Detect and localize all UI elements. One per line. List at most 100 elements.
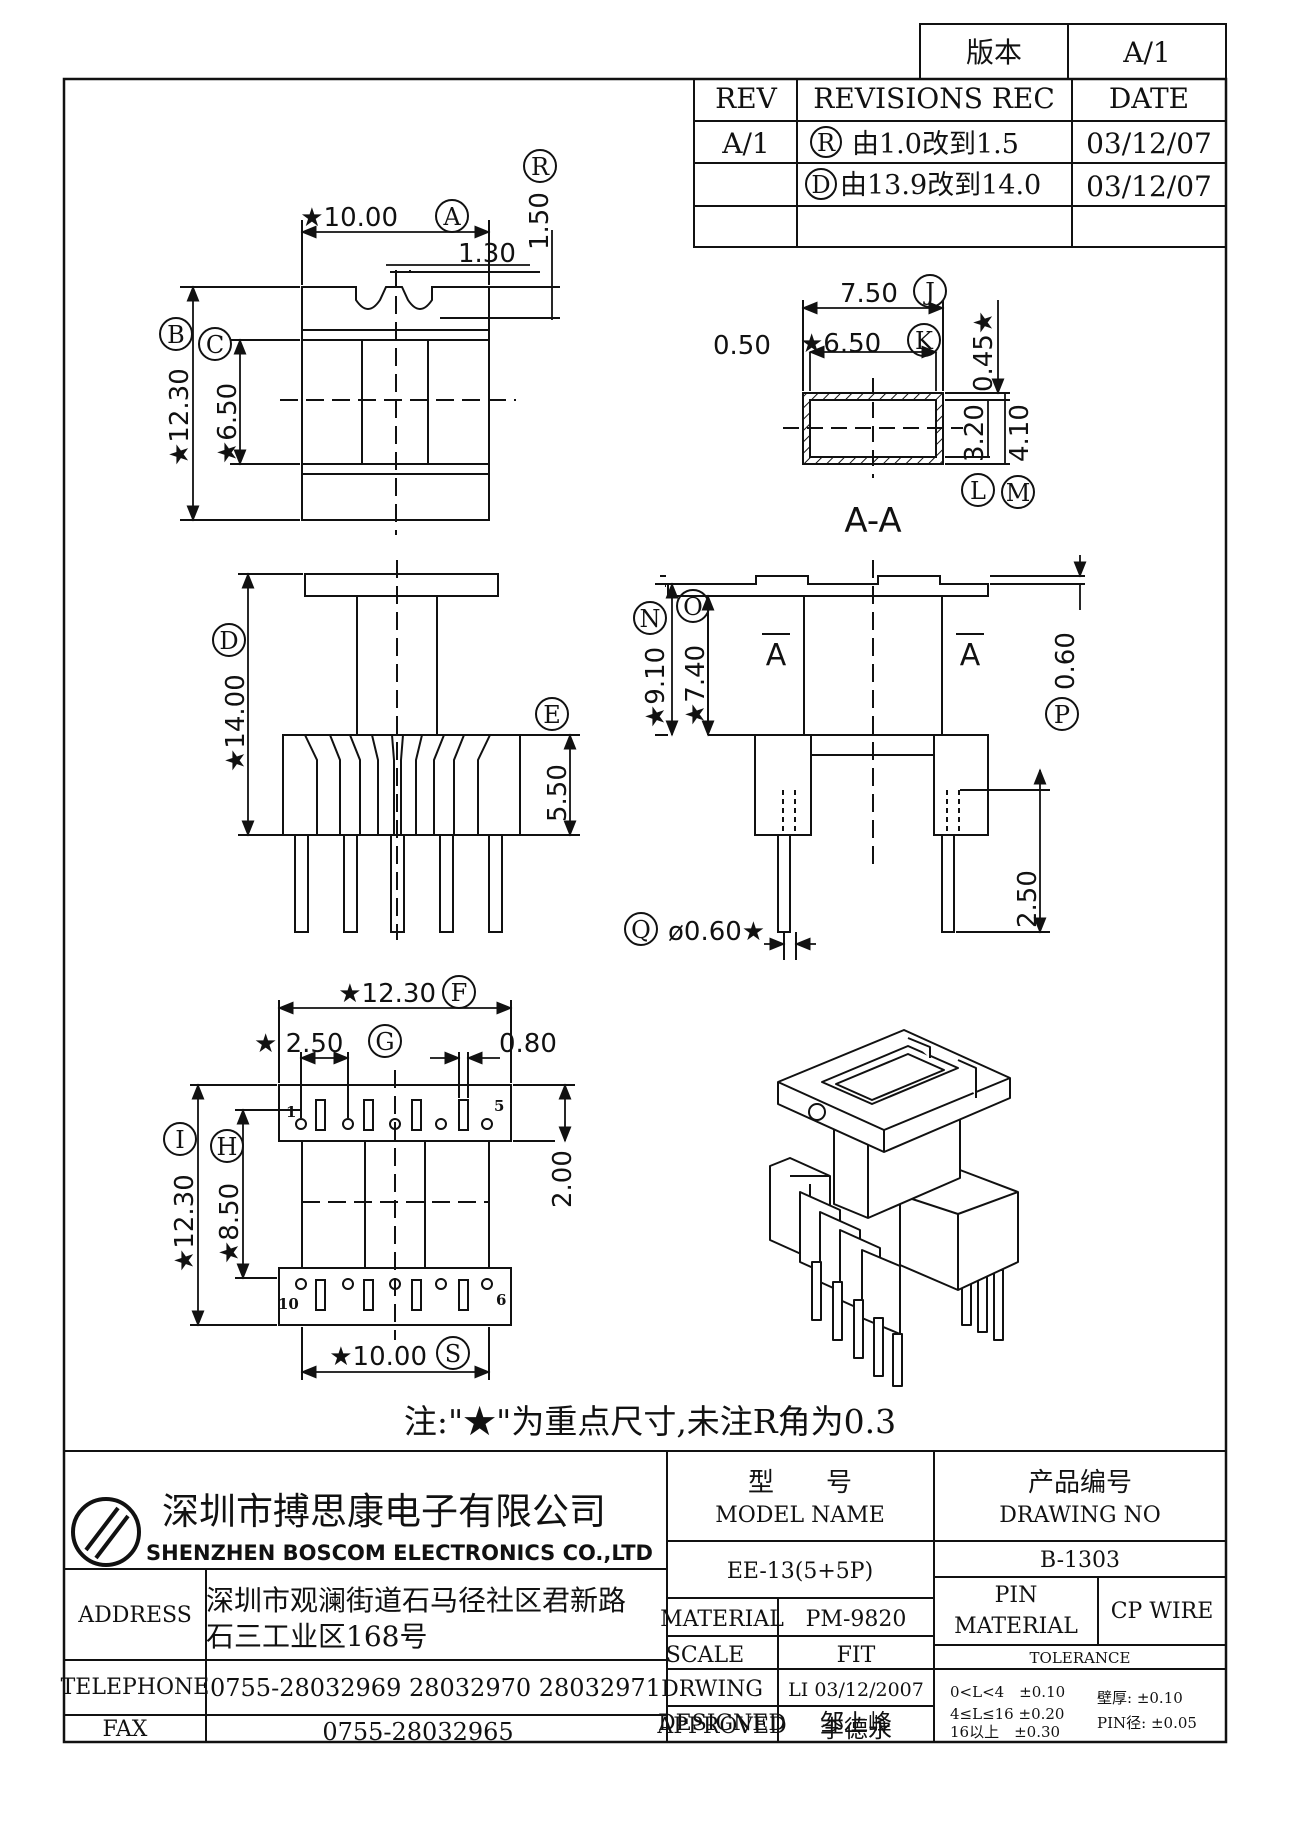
front-view [238, 560, 580, 940]
mark-d-circle [212, 623, 246, 657]
version-value: A/1 [1122, 36, 1170, 69]
drwing-label: DRWING [661, 1677, 763, 1702]
mark-p-circle [1045, 697, 1079, 731]
approved-value-text: 李德永 [820, 1715, 892, 1743]
mark-c-circle [198, 327, 232, 361]
bottom-height-outer-dim: ★12.30 [170, 1174, 200, 1272]
mark-f: F [451, 979, 468, 1007]
rev-row-2-mark-circle [805, 168, 837, 200]
drwing-value: LI 03/12/2007 [788, 1679, 924, 1701]
rev-row-2-date: 03/12/07 [1086, 170, 1212, 203]
tolerance-3: 16以上 ±0.30 [950, 1723, 1060, 1741]
mark-p: P [1054, 701, 1070, 729]
mark-s: S [445, 1340, 461, 1368]
drawing-no-cn: 产品编号 [1028, 1468, 1132, 1498]
section-label-right: A [960, 638, 981, 673]
rev-header: REV [715, 82, 778, 115]
mark-m: M [1006, 479, 1031, 507]
side-flange-dim: 0.60 [1051, 632, 1081, 690]
model-name-cn: 型 号 [748, 1468, 852, 1498]
mark-r: R [531, 153, 550, 181]
front-dims [241, 572, 577, 837]
sec-h-inner-dim: 3.20 [960, 404, 990, 462]
rev-row-1-mark: R [817, 129, 836, 157]
title-block-grid [64, 1450, 1226, 1742]
drawing-no-value: B-1303 [1040, 1548, 1120, 1573]
pin-material-value: CP WIRE [1111, 1599, 1214, 1624]
slot-depth-dim: 1.50 [525, 192, 555, 250]
pin-pitch-dim: ★ 2.50 [254, 1029, 343, 1059]
company-name-cn: 深圳市搏思康电子有限公司 [162, 1490, 606, 1533]
mark-f-circle [442, 975, 476, 1009]
mark-n-circle [633, 601, 667, 635]
rev-row-1-text: 由1.0改到1.5 [852, 129, 1019, 160]
mark-k-circle [907, 323, 941, 357]
mark-s-circle [436, 1336, 470, 1370]
telephone-value: 0755-28032969 28032970 28032971 [210, 1674, 661, 1702]
mark-l: L [970, 477, 986, 505]
mark-i: I [175, 1126, 184, 1154]
tolerance-pin: PIN径: ±0.05 [1097, 1714, 1197, 1732]
side-dims [665, 555, 1087, 951]
mark-q: Q [631, 916, 651, 944]
rev-row-2-mark: D [811, 171, 830, 199]
mark-e: E [543, 701, 561, 729]
mark-n: N [640, 605, 661, 633]
mark-b-circle [159, 317, 193, 351]
front-base-dim: 5.50 [543, 764, 573, 822]
fax-value: 0755-28032965 [322, 1718, 513, 1746]
mark-a-circle [435, 199, 469, 233]
mark-o-circle [676, 589, 710, 623]
pin-slot-dim: 0.80 [499, 1029, 557, 1059]
pin-material-label-1: PIN [995, 1583, 1038, 1608]
section-label-left: A [766, 638, 787, 673]
bottom-height-inner-dim: ★8.50 [215, 1183, 245, 1264]
side-view [655, 560, 1085, 960]
pin-label-6: 6 [496, 1291, 506, 1309]
designed-value: 邹上峰 [820, 1709, 892, 1737]
pin-material-label-2: MATERIAL [954, 1614, 1078, 1639]
pin-label-5: 5 [494, 1097, 504, 1115]
rev-row-1-mark-circle [810, 126, 842, 158]
material-label: MATERIAL [660, 1607, 784, 1632]
approved-label: APPROVED [656, 1714, 786, 1739]
pin-offset-dim: 2.50 [1013, 870, 1043, 928]
mark-d: D [219, 627, 238, 655]
mark-i-circle [163, 1122, 197, 1156]
fax-label: FAX [103, 1717, 148, 1742]
tolerance-1: 0<L<4 ±0.10 [950, 1683, 1065, 1701]
sec-h-outer-dim: 4.10 [1005, 404, 1035, 462]
bottom-dims [191, 1001, 572, 1379]
mark-l-circle [961, 473, 995, 507]
mark-g-circle [368, 1024, 402, 1058]
side-height-outer-dim: ★9.10 [641, 647, 671, 728]
model-name-en: MODEL NAME [715, 1503, 885, 1528]
top-view-dims [186, 225, 553, 522]
mark-k: K [915, 327, 934, 355]
mark-h-circle [210, 1129, 244, 1163]
mark-e-circle [535, 697, 569, 731]
revisions-rec-header: REVISIONS REC [813, 82, 1055, 115]
mark-o: O [683, 593, 703, 621]
revision-table [693, 78, 1227, 248]
address-label: ADDRESS [77, 1603, 192, 1628]
tolerance-2: 4≤L≤16 ±0.20 [950, 1705, 1064, 1723]
mark-r-circle [523, 149, 557, 183]
mark-h: H [217, 1133, 238, 1161]
top-width-dim: ★10.00 [300, 203, 398, 233]
mark-j: J [922, 278, 935, 306]
company-name-en: SHENZHEN BOSCOM ELECTRONICS CO.,LTD [146, 1541, 653, 1565]
rev-row-2-text: 由13.9改到14.0 [840, 170, 1041, 201]
top-height-outer-dim: ★12.30 [165, 368, 195, 466]
front-height-dim: ★14.00 [221, 674, 251, 772]
bottom-core-dim: ★10.00 [329, 1342, 427, 1372]
pin-label-10: 10 [278, 1295, 299, 1313]
tolerance-label: TOLERANCE [1030, 1649, 1131, 1667]
scale-label: SCALE [666, 1643, 744, 1668]
telephone-label: TELEPHONE [61, 1675, 210, 1700]
company-logo [71, 1497, 141, 1567]
row-depth-dim: 2.00 [548, 1150, 578, 1208]
mark-b: B [167, 321, 185, 349]
bottom-width-dim: ★12.30 [338, 979, 436, 1009]
